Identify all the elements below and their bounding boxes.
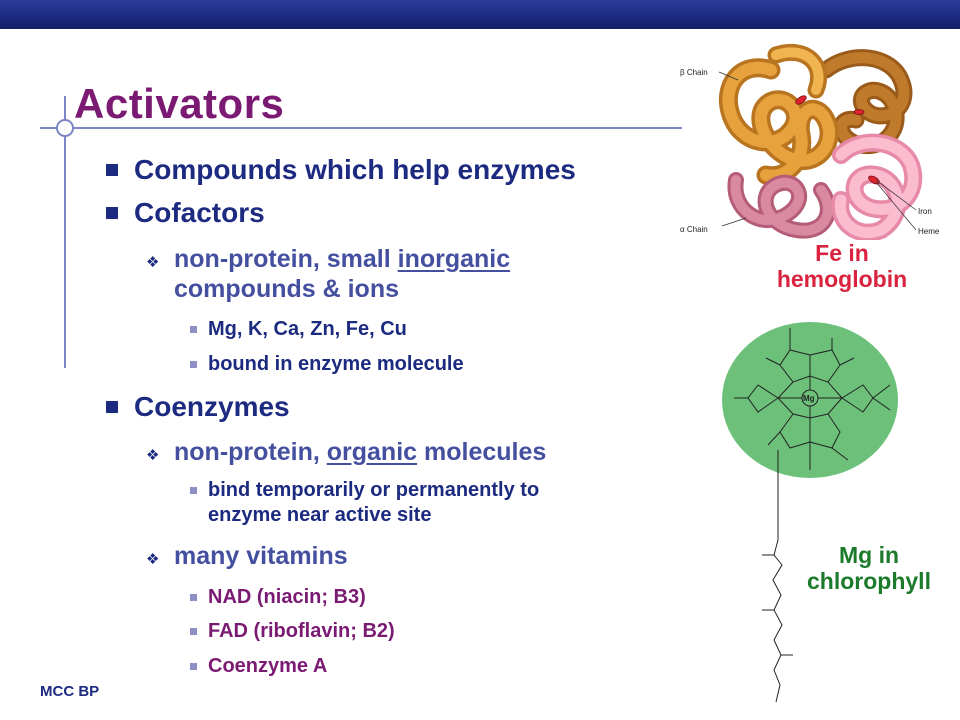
bullet-text: bound in enzyme molecule <box>208 353 464 375</box>
bullet-coenzymes: Coenzymes <box>106 390 290 424</box>
slide-title: Activators <box>74 80 285 127</box>
bullet-vitamins: ❖ many vitamins <box>146 541 348 571</box>
chlorophyll-illustration: Mg <box>722 322 898 703</box>
bullet-coa: Coenzyme A <box>190 654 327 679</box>
bullet-bound: bound in enzyme molecule <box>190 352 464 377</box>
bullet-text: FAD (riboflavin; B2) <box>208 620 395 642</box>
beta-chain-label: β Chain <box>680 68 708 77</box>
hemoglobin-illustration: β Chain α Chain Iron Heme <box>680 43 940 240</box>
bullet-nad: NAD (niacin; B3) <box>190 585 366 610</box>
bullet-fad: FAD (riboflavin; B2) <box>190 619 395 644</box>
small-square-bullet-icon <box>190 487 197 494</box>
diamond-bullet-icon: ❖ <box>146 254 160 271</box>
vertical-rule <box>64 96 66 368</box>
top-banner <box>0 0 960 29</box>
bullet-coenzyme-desc: ❖ non-protein, organic molecules <box>146 437 546 467</box>
bullet-text: Coenzymes <box>134 391 290 422</box>
diamond-bullet-icon: ❖ <box>146 447 160 464</box>
iron-label: Iron <box>918 207 932 216</box>
small-square-bullet-icon <box>190 361 197 368</box>
bullet-text: non-protein, organic molecules <box>174 438 547 466</box>
chlorophyll-caption: Mg in chlorophyll <box>807 542 931 594</box>
small-square-bullet-icon <box>190 628 197 635</box>
square-bullet-icon <box>106 207 118 219</box>
bullet-text: Coenzyme A <box>208 655 328 677</box>
small-square-bullet-icon <box>190 594 197 601</box>
hemoglobin-caption: Fe in hemoglobin <box>776 240 908 292</box>
heme-label: Heme <box>918 227 940 236</box>
crosshair-ornament-icon <box>56 119 74 137</box>
bullet-text: Mg, K, Ca, Zn, Fe, Cu <box>208 318 407 340</box>
horizontal-rule <box>40 127 682 129</box>
bullet-cofactors: Cofactors <box>106 196 265 230</box>
bullet-ions: Mg, K, Ca, Zn, Fe, Cu <box>190 317 407 342</box>
bullet-text: Cofactors <box>134 197 265 228</box>
bullet-text: NAD (niacin; B3) <box>208 586 366 608</box>
alpha-chain-label: α Chain <box>680 225 708 234</box>
bullet-compounds: Compounds which help enzymes <box>106 153 576 187</box>
bullet-text: many vitamins <box>174 542 348 570</box>
bullet-text: Compounds which help enzymes <box>134 154 576 185</box>
footer-text: MCC BP <box>40 683 100 700</box>
square-bullet-icon <box>106 401 118 413</box>
diamond-bullet-icon: ❖ <box>146 551 160 568</box>
square-bullet-icon <box>106 164 118 176</box>
small-square-bullet-icon <box>190 326 197 333</box>
mg-atom-label: Mg <box>803 394 815 403</box>
small-square-bullet-icon <box>190 663 197 670</box>
